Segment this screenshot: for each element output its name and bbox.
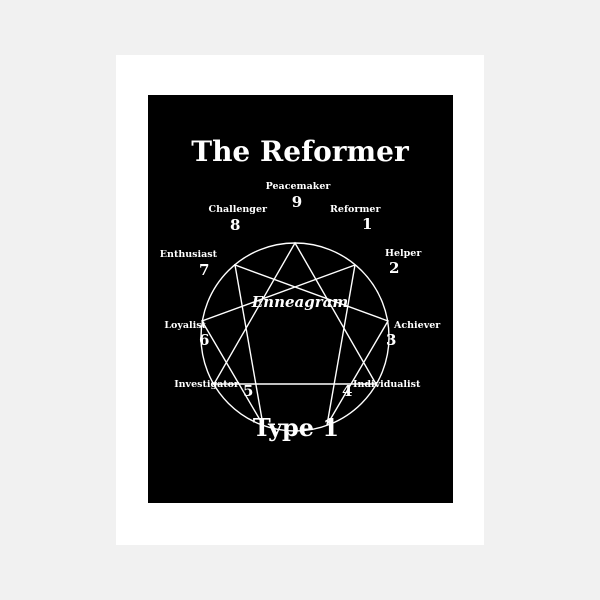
enneagram-diagram: The Reformer Enneagram 1 Reformer 2 Help… bbox=[160, 135, 441, 442]
type-number-7: 7 bbox=[199, 261, 209, 279]
type-number-3: 3 bbox=[386, 331, 396, 349]
type-number-9: 9 bbox=[292, 193, 302, 211]
type-number-4: 4 bbox=[342, 382, 352, 400]
type-name-6: Loyalist bbox=[164, 320, 206, 331]
poster-subtitle: Type 1 bbox=[253, 413, 339, 442]
type-name-8: Challenger bbox=[209, 204, 268, 215]
type-name-5: Investigator bbox=[174, 379, 240, 390]
type-number-8: 8 bbox=[230, 216, 240, 234]
type-number-5: 5 bbox=[243, 382, 253, 400]
poster-artwork: The Reformer Enneagram 1 Reformer 2 Help… bbox=[148, 95, 453, 503]
type-name-7: Enthusiast bbox=[160, 249, 218, 260]
enneagram-center-label: Enneagram bbox=[251, 293, 349, 311]
enneagram-circle bbox=[200, 242, 390, 432]
enneagram-hexad bbox=[200, 263, 390, 426]
type-name-3: Achiever bbox=[393, 320, 441, 331]
type-number-1: 1 bbox=[362, 215, 372, 233]
type-name-2: Helper bbox=[385, 248, 422, 259]
type-name-1: Reformer bbox=[330, 204, 381, 215]
type-name-9: Peacemaker bbox=[266, 181, 332, 192]
poster-title: The Reformer bbox=[191, 135, 410, 168]
type-number-2: 2 bbox=[389, 259, 399, 277]
type-name-4: Individualist bbox=[353, 379, 421, 390]
enneagram-triangle bbox=[212, 241, 378, 385]
type-number-6: 6 bbox=[199, 331, 209, 349]
